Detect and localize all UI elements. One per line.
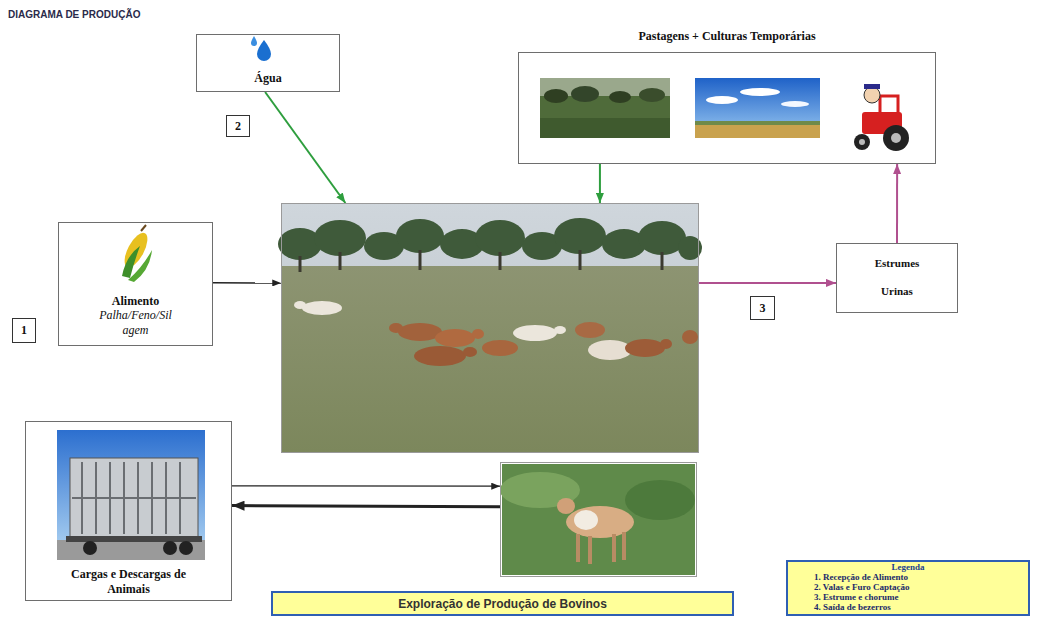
node-label: Palha/Feno/Sil agem [87,308,184,337]
legend-entry: 3. Estrume e chorume [792,593,1024,603]
flow-arrow [232,485,500,487]
node-label: Água [254,71,281,85]
legend-text: 1. Recepção de Alimento [814,573,908,583]
legend-box: Legenda1. Recepção de Alimento2. Valas e… [786,560,1030,616]
cattle-photo-art [278,204,702,452]
callout-number: 3 [750,296,775,320]
legend-entry: 1. Recepção de Alimento [792,573,1024,583]
callout-number: 1 [12,318,36,343]
flow-arrow [699,282,836,284]
pasture-pictures [540,78,909,151]
node-label: Cargas e Descargas de Animais [50,567,207,596]
node-label: Urinas [881,285,913,298]
flow-arrow [599,164,601,203]
flow-arrow [232,506,500,507]
water-icon [251,36,271,61]
diagram-caption: Exploração de Produção de Bovinos [271,591,734,616]
flow-arrow [265,92,345,203]
legend-text: 3. Estrume e chorume [814,593,898,603]
node-heading: Pastagens + Culturas Temporárias [519,29,935,44]
legend-heading: Legenda [792,563,1024,573]
truck-picture [57,430,205,560]
water-box: Água [196,34,340,92]
transport-box: Cargas e Descargas de Animais [25,421,232,601]
node-label: Estrumes [875,257,920,270]
feed-box: AlimentoPalha/Feno/Sil agem [58,222,213,346]
cows [294,301,698,366]
flow-arrow [213,282,281,284]
cattle-photo [281,203,699,453]
diagram-title: DIAGRAMA DE PRODUÇÃO [8,9,140,20]
tractor-icon [854,84,909,151]
legend-text: 4. Saída de bezerros [814,603,891,613]
manure-box: EstrumesUrinas [836,243,958,313]
corn-icon [120,225,152,282]
node-label: Alimento [112,294,159,308]
callout-number: 2 [226,115,250,137]
legend-entry: 4. Saída de bezerros [792,603,1024,613]
calf-photo [500,462,697,577]
pasture-box: Pastagens + Culturas Temporárias [518,52,936,164]
calf-picture [500,464,695,575]
legend-entry: 2. Valas e Furo Captação [792,583,1024,593]
legend-text: 2. Valas e Furo Captação [814,583,910,593]
flow-arrow [896,164,898,243]
